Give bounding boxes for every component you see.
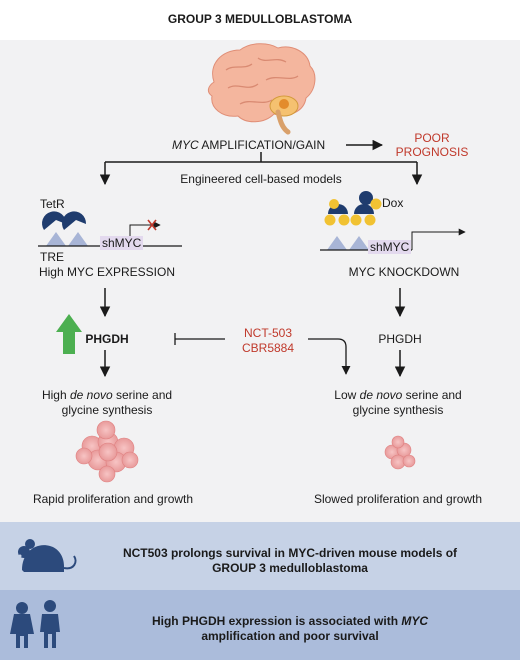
mouse-finding-line1: NCT503 prolongs survival in MYC-driven m… [122,546,458,560]
slowed-proliferation-label: Slowed proliferation and growth [313,492,483,506]
myc-gene-italic: MYC [172,138,199,152]
mouse-finding-line2: GROUP 3 medulloblastoma [212,561,368,575]
poor-prognosis-line1: POOR [414,131,450,145]
myc-amplification-label: MYC AMPLIFICATION/GAIN [172,138,325,152]
human-finding-line1: High PHGDH expression is associated with… [152,614,428,628]
title-band [0,0,520,40]
tetr-label: TetR [40,197,65,211]
left-synthesis-pre: High [41,388,70,402]
human-finding-pre: High PHGDH expression is associated with [151,614,402,628]
right-synthesis-post: serine and [402,388,462,402]
poor-prognosis-line2: PROGNOSIS [395,145,469,159]
figure-title: GROUP 3 MEDULLOBLASTOMA [167,12,353,26]
left-shmyc-label: shMYC [100,236,144,250]
rapid-proliferation-label: Rapid proliferation and growth [32,492,194,506]
human-finding-line2: amplification and poor survival [201,629,379,643]
myc-knockdown-label: MYC KNOCKDOWN [348,265,460,279]
inhibitor-cbr5884: CBR5884 [241,341,295,355]
up-arrow-icon [56,314,82,354]
mouse-finding-band [0,522,520,590]
brain-icon [207,43,316,135]
inhibitor-to-low-synthesis-arrow [308,338,351,375]
left-phgdh-label: PHGDH [85,332,129,346]
tumor-cluster-small-icon [384,435,416,470]
human-finding-band [0,590,520,660]
human-finding-myc-italic: MYC [401,614,429,628]
high-myc-expression-label: High MYC EXPRESSION [38,265,176,279]
dox-complex-icon [324,191,382,226]
left-synthesis-line1: High de novo serine and [42,388,172,402]
inhibition-icon [174,333,225,345]
active-transcription-arrow [411,228,466,250]
children-icon [10,600,60,648]
right-shmyc-label: shMYC [368,240,412,254]
tetr-repressor-icon [42,211,87,230]
tre-label: TRE [40,250,64,264]
block-x-icon [147,219,157,231]
tre-element [46,232,88,246]
dox-label: Dox [382,196,404,210]
left-synthesis-line2: glycine synthesis [61,403,153,417]
left-synthesis-italic: de novo [69,388,113,402]
tre-element-right [327,236,369,250]
right-phgdh-label: PHGDH [378,332,422,346]
left-synthesis-post: serine and [112,388,173,402]
mouse-icon [18,539,77,572]
right-synthesis-italic: de novo [359,388,403,402]
tumor-cluster-large-icon [75,420,139,483]
amplification-text: AMPLIFICATION/GAIN [198,138,326,152]
right-synthesis-pre: Low [334,388,360,402]
right-synthesis-line2: glycine synthesis [352,403,444,417]
right-synthesis-line1: Low de novo serine and [334,388,461,402]
inhibitor-nct503: NCT-503 [243,326,293,340]
engineered-models-label: Engineered cell-based models [180,172,342,186]
